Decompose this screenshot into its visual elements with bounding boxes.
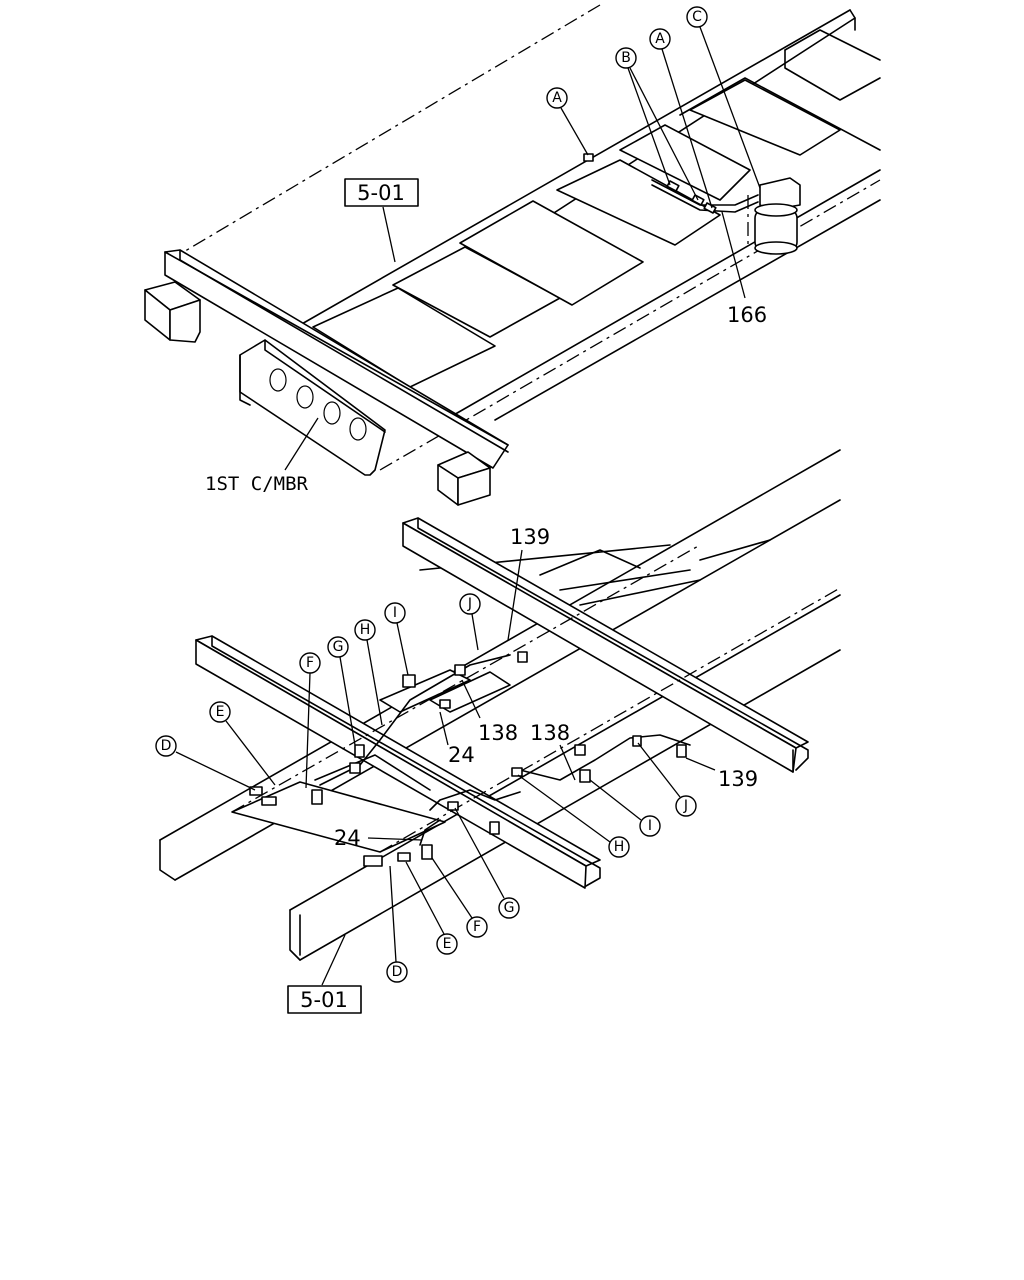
- svg-text:F: F: [306, 655, 314, 671]
- part-number-139-right: 139: [718, 767, 758, 791]
- callout-g-left[interactable]: G: [327, 636, 349, 658]
- svg-text:J: J: [467, 596, 472, 612]
- ref-box-upper[interactable]: 5-01: [344, 178, 419, 207]
- svg-text:E: E: [216, 704, 225, 720]
- first-crossmember-label: 1ST C/MBR: [205, 473, 309, 495]
- callout-a-left[interactable]: A: [546, 87, 568, 109]
- callout-i-right[interactable]: I: [639, 815, 661, 837]
- svg-text:D: D: [392, 964, 403, 980]
- part-number-24-upper: 24: [448, 743, 475, 767]
- callout-e-bottom[interactable]: E: [436, 933, 458, 955]
- callout-i-left[interactable]: I: [384, 602, 406, 624]
- callout-f-bottom[interactable]: F: [466, 916, 488, 938]
- svg-text:J: J: [683, 798, 688, 814]
- callout-f-left[interactable]: F: [299, 652, 321, 674]
- svg-text:B: B: [621, 50, 631, 66]
- callout-b[interactable]: B: [615, 47, 637, 69]
- svg-text:H: H: [614, 839, 625, 855]
- svg-text:A: A: [552, 90, 562, 106]
- svg-text:H: H: [360, 622, 371, 638]
- callout-j-right[interactable]: J: [675, 795, 697, 817]
- part-number-24-lower: 24: [334, 826, 361, 850]
- part-number-139-top: 139: [510, 525, 550, 549]
- svg-text:D: D: [161, 738, 172, 754]
- svg-text:E: E: [443, 936, 452, 952]
- part-number-138-right: 138: [530, 721, 570, 745]
- svg-text:5-01: 5-01: [300, 988, 348, 1012]
- callout-d-left[interactable]: D: [155, 735, 177, 757]
- callout-a-right[interactable]: A: [649, 28, 671, 50]
- lower-frame-assembly: 5-01 139 139 138 138 24 24 D E F: [155, 449, 841, 1014]
- part-number-138-left: 138: [478, 721, 518, 745]
- callout-e-left[interactable]: E: [209, 701, 231, 723]
- svg-text:I: I: [393, 605, 397, 621]
- callout-c[interactable]: C: [686, 6, 708, 28]
- upper-frame-assembly: 5-01 166 1ST C/MBR A B A C: [144, 4, 881, 506]
- svg-text:G: G: [504, 900, 515, 916]
- svg-text:G: G: [333, 639, 344, 655]
- svg-text:I: I: [648, 818, 652, 834]
- svg-text:C: C: [692, 9, 702, 25]
- callout-g-bottom[interactable]: G: [498, 897, 520, 919]
- ref-box-lower[interactable]: 5-01: [287, 985, 362, 1014]
- callout-h-right[interactable]: H: [608, 836, 630, 858]
- callout-d-bottom[interactable]: D: [386, 961, 408, 983]
- part-number-166: 166: [727, 303, 767, 327]
- svg-text:A: A: [655, 31, 665, 47]
- fuel-filter: [747, 177, 801, 255]
- svg-text:F: F: [473, 919, 481, 935]
- callout-h-left[interactable]: H: [354, 619, 376, 641]
- callout-j-left[interactable]: J: [459, 593, 481, 615]
- svg-text:5-01: 5-01: [357, 181, 405, 205]
